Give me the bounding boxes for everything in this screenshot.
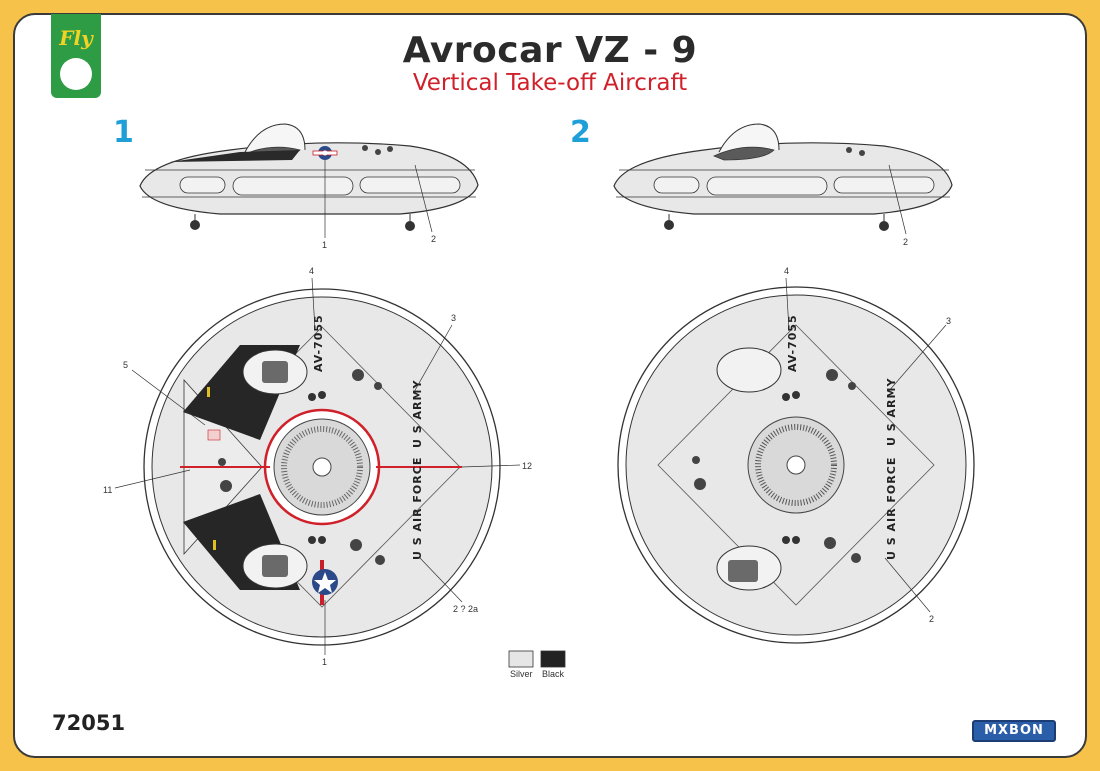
- top-view-scheme-1: AV-7055 U S ARMY U S AIR FORCE 4 3 5 1 2 …: [103, 266, 532, 667]
- army-stencil: U S ARMY: [885, 378, 898, 446]
- army-stencil: U S ARMY: [411, 380, 424, 448]
- logo-text: Fly: [59, 26, 93, 50]
- callout-1: 1: [322, 657, 327, 667]
- serial-stencil: AV-7055: [786, 314, 799, 372]
- fly-logo: Fly: [51, 14, 101, 98]
- callout-4: 4: [784, 266, 789, 276]
- legend-label-silver: Silver: [510, 669, 533, 679]
- airforce-stencil: U S AIR FORCE: [411, 457, 424, 560]
- side-view-scheme-1: 1 2: [139, 123, 479, 250]
- fly-icon: [60, 58, 92, 90]
- scheme-number-2: 2: [570, 115, 591, 150]
- color-legend: Silver Black: [508, 650, 566, 679]
- callout-11: 11: [103, 485, 112, 495]
- side-view-scheme-2: 2: [613, 123, 953, 247]
- callout-2-2a: 2 ? 2a: [453, 604, 478, 614]
- page-subtitle: Vertical Take-off Aircraft: [412, 70, 688, 96]
- page-title: Avrocar VZ - 9: [402, 30, 698, 71]
- legend-swatch-silver: [508, 650, 534, 668]
- black-panel: [170, 150, 300, 162]
- roundel-top: [312, 560, 338, 605]
- callout-3: 3: [946, 316, 951, 326]
- callout-1: 1: [322, 240, 327, 250]
- legend-label-black: Black: [542, 669, 565, 679]
- callout-12: 12: [522, 461, 532, 471]
- callout-4: 4: [309, 266, 314, 276]
- callout-2: 2: [929, 614, 934, 624]
- callout-2: 2: [903, 237, 908, 247]
- top-view-scheme-2: AV-7055 U S ARMY U S AIR FORCE 4 3 2: [617, 266, 975, 644]
- callout-5: 5: [123, 360, 128, 370]
- brand-logo: MXBON: [972, 720, 1056, 742]
- callout-2: 2: [431, 234, 436, 244]
- airforce-stencil: U S AIR FORCE: [885, 457, 898, 560]
- legend-swatch-black: [540, 650, 566, 668]
- product-code: 72051: [52, 711, 126, 735]
- scheme-number-1: 1: [113, 115, 134, 150]
- callout-3: 3: [451, 313, 456, 323]
- serial-stencil: AV-7055: [312, 314, 325, 372]
